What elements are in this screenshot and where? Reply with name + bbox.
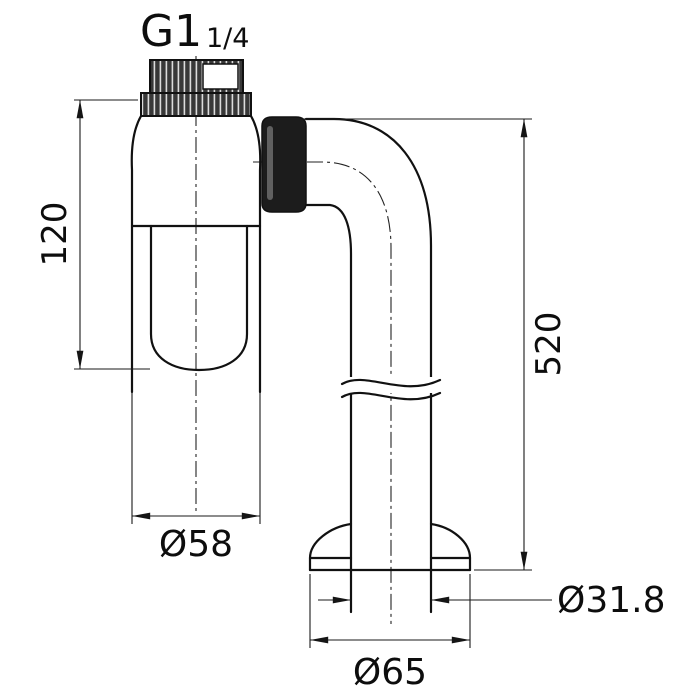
dim-flange-diameter: Ø65 xyxy=(309,574,471,693)
dim-overall-height: 520 xyxy=(302,118,569,571)
dim-body-diameter-label: Ø58 xyxy=(159,524,233,565)
thread-fraction-label: 1/4 xyxy=(206,23,249,54)
dim-body-height: 120 xyxy=(35,99,150,370)
slip-nut xyxy=(261,116,307,213)
thread-label: G1 1/4 xyxy=(140,6,249,57)
thread-cap xyxy=(140,59,252,117)
dim-pipe-diameter: Ø31.8 xyxy=(318,580,666,621)
inner-cup xyxy=(149,224,249,372)
cap-highlight xyxy=(202,63,239,90)
thread-size-label: G1 xyxy=(140,6,202,57)
dim-flange-diameter-label: Ø65 xyxy=(353,652,427,693)
dim-body-height-label: 120 xyxy=(35,202,75,267)
dim-body-diameter: Ø58 xyxy=(131,392,261,565)
outlet-pipe xyxy=(304,117,433,614)
dim-overall-height-label: 520 xyxy=(529,312,569,377)
trap-body xyxy=(130,114,262,394)
pipe-centerline xyxy=(253,161,392,624)
dim-pipe-diameter-label: Ø31.8 xyxy=(557,580,666,621)
pipe-break xyxy=(340,377,442,401)
floor-flange xyxy=(308,522,472,572)
